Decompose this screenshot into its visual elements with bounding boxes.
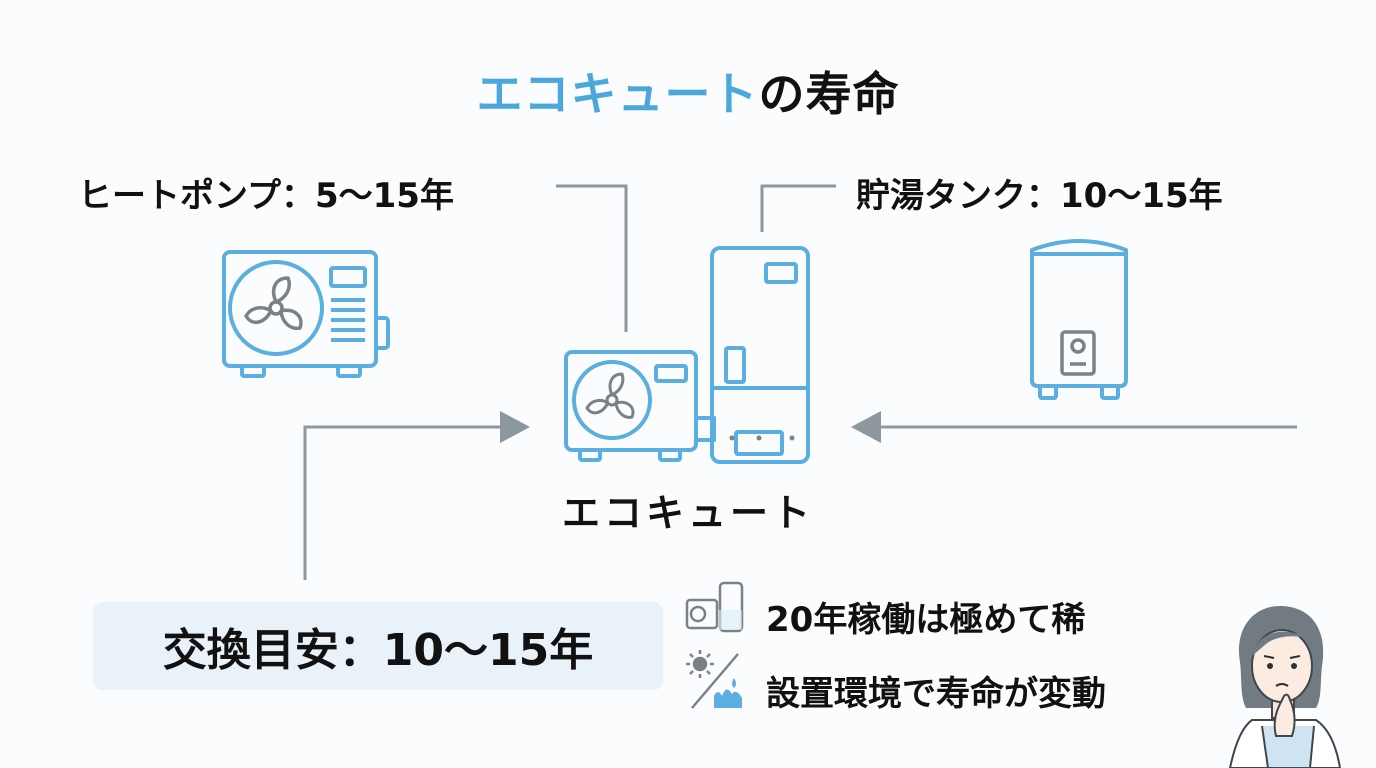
- sun-and-water-icon: [686, 650, 742, 709]
- heat-pump-leader-line: [556, 184, 628, 332]
- note-environment-varies: 設置環境で寿命が変動: [766, 674, 1106, 714]
- ecocute-system-icon: [564, 246, 810, 464]
- replacement-guideline-box: [93, 602, 663, 690]
- heat-pump-outdoor-unit-icon: [222, 250, 390, 378]
- note-rare-20-years: 20年稼働は極めて稀: [766, 600, 1086, 640]
- thinking-woman-icon: [1228, 606, 1342, 768]
- ecocute-label: エコキュート: [561, 491, 814, 535]
- page-title: エコキュートの寿命: [0, 58, 1376, 124]
- arrow-head-left-icon: [851, 411, 881, 443]
- title-accent: エコキュート: [476, 67, 759, 121]
- title-rest: の寿命: [758, 67, 900, 121]
- hot-water-storage-tank-icon: [1030, 239, 1128, 400]
- tank-leader-line: [760, 184, 836, 232]
- arrow-head-right-icon: [500, 411, 530, 443]
- ecocute-mini-icon: [685, 581, 744, 633]
- heat-pump-lifespan-label: ヒートポンプ：5〜15年: [78, 176, 454, 216]
- replacement-guideline-text: 交換目安：10〜15年: [162, 625, 594, 676]
- storage-tank-lifespan-label: 貯湯タンク：10〜15年: [856, 176, 1223, 216]
- left-arrow-line: [303, 425, 506, 580]
